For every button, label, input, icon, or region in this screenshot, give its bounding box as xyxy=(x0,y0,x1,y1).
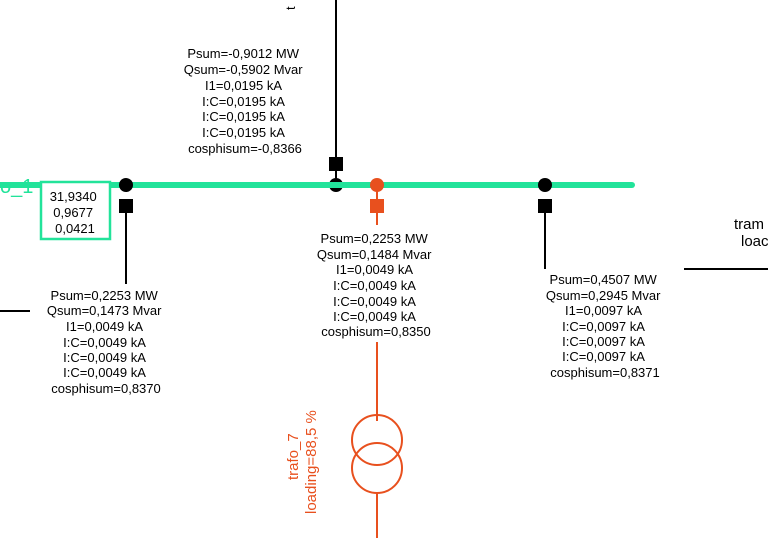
svg-text:31,9340 0,9677 0,0421: 31,9340 0,9677 0,0421 xyxy=(50,189,101,236)
result-line: I:C=0,0195 kA xyxy=(202,109,285,124)
result-line: I1=0,0195 kA xyxy=(205,78,282,93)
result-line: I1=0,0049 kA xyxy=(336,262,413,277)
result-line: Qsum=0,1484 Mvar xyxy=(317,247,432,262)
right-edge-label-line2: loac xyxy=(741,233,768,250)
result-line: cosphisum=0,8350 xyxy=(321,324,431,339)
top-edge-text-fragment: t xyxy=(283,6,298,10)
busbar-result-angle: 0,0421 xyxy=(55,221,95,236)
busbar-name-label: o_1 xyxy=(0,176,33,198)
result-line: I:C=0,0195 kA xyxy=(202,125,285,140)
result-line: I:C=0,0049 kA xyxy=(63,365,146,380)
center-branch-breaker[interactable] xyxy=(370,199,384,213)
result-line: Qsum=-0,5902 Mvar xyxy=(184,62,304,77)
result-line: Psum=0,4507 MW xyxy=(550,272,658,287)
result-line: I:C=0,0049 kA xyxy=(63,350,146,365)
top-branch-results: Psum=-0,9012 MW Qsum=-0,5902 Mvar I1=0,0… xyxy=(184,46,306,156)
result-line: I1=0,0049 kA xyxy=(66,319,143,334)
transformer-icon[interactable] xyxy=(351,414,403,494)
result-line: Psum=0,2253 MW xyxy=(51,288,159,303)
left-branch-bus-node[interactable] xyxy=(119,178,133,192)
transformer-name-label: trafo_7 xyxy=(285,433,302,480)
result-line: I:C=0,0049 kA xyxy=(333,278,416,293)
right-branch-results: Psum=0,4507 MW Qsum=0,2945 Mvar I1=0,009… xyxy=(546,272,664,380)
result-line: cosphisum=0,8371 xyxy=(550,365,660,380)
result-line: cosphisum=0,8370 xyxy=(51,381,161,396)
result-line: Psum=-0,9012 MW xyxy=(187,46,299,61)
busbar-result-voltage-pu: 0,9677 xyxy=(53,205,93,220)
result-line: I1=0,0097 kA xyxy=(565,303,642,318)
result-line: I:C=0,0049 kA xyxy=(333,294,416,309)
result-line: I:C=0,0097 kA xyxy=(562,334,645,349)
result-line: I:C=0,0097 kA xyxy=(562,319,645,334)
result-line: Psum=0,2253 MW xyxy=(321,231,429,246)
svg-text:tram loac: tram loac xyxy=(734,216,768,250)
result-line: Qsum=0,2945 Mvar xyxy=(546,288,661,303)
top-branch-breaker[interactable] xyxy=(329,157,343,171)
result-line: I:C=0,0195 kA xyxy=(202,94,285,109)
transformer-loading-label: loading=88,5 % xyxy=(303,410,320,514)
center-branch-results: Psum=0,2253 MW Qsum=0,1484 Mvar I1=0,004… xyxy=(317,231,435,339)
left-branch-results: Psum=0,2253 MW Qsum=0,1473 Mvar I1=0,004… xyxy=(47,288,165,396)
busbar-result-voltage-kv: 31,9340 xyxy=(50,189,97,204)
busbar-result-box[interactable] xyxy=(39,180,112,241)
result-line: I:C=0,0049 kA xyxy=(333,309,416,324)
right-branch-bus-node[interactable] xyxy=(538,178,552,192)
result-line: I:C=0,0097 kA xyxy=(562,349,645,364)
right-edge-label-line1: tram xyxy=(734,216,764,233)
result-line: Qsum=0,1473 Mvar xyxy=(47,303,162,318)
result-line: cosphisum=-0,8366 xyxy=(188,141,302,156)
result-line: I:C=0,0049 kA xyxy=(63,335,146,350)
